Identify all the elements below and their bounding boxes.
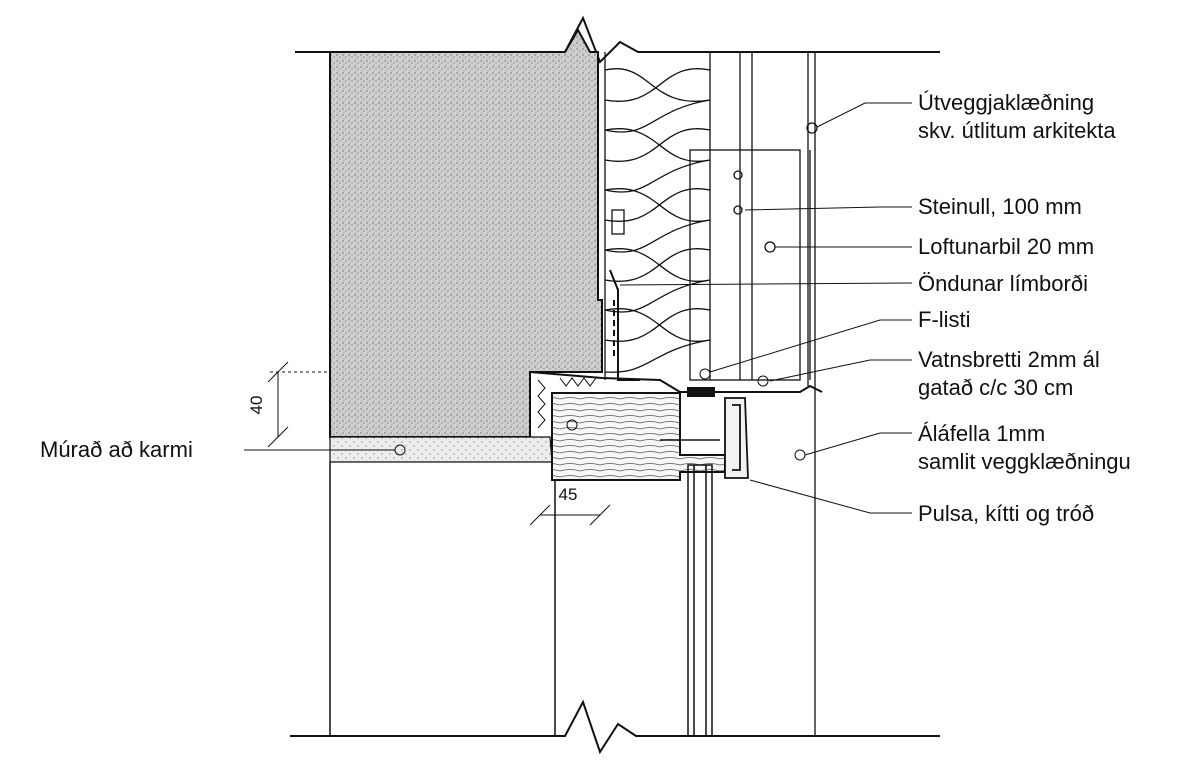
label-mortar: Múrað að karmi [40, 437, 193, 462]
label-trim-line1: Áláfella 1mm [918, 421, 1045, 446]
glazing [687, 464, 713, 737]
label-flashing-line1: Vatnsbretti 2mm ál [918, 347, 1100, 372]
window-frame [551, 392, 726, 481]
seal [537, 377, 597, 429]
label-cladding-line2: skv. útlitum arkitekta [918, 118, 1116, 143]
tape-and-fstrip [609, 269, 640, 381]
label-flashing-line2: gatað c/c 30 cm [918, 375, 1073, 400]
concrete-wall [329, 27, 603, 438]
label-cladding-line1: Útveggjaklæðning [918, 90, 1094, 115]
flashing [529, 368, 823, 397]
dimension-vertical: 40 [247, 396, 266, 415]
aluminium-trim [724, 397, 806, 479]
label-seal: Pulsa, kítti og tróð [918, 501, 1094, 526]
dimension-horizontal: 45 [559, 485, 578, 504]
insulation-layer [604, 52, 711, 380]
label-f-strip: F-listi [918, 307, 971, 332]
cladding-structure [611, 52, 818, 736]
lower-wall-lines [329, 462, 556, 736]
label-breathable-tape: Öndunar límborði [918, 271, 1088, 296]
label-trim-line2: samlit veggklæðningu [918, 449, 1131, 474]
label-ventilation-gap: Loftunarbil 20 mm [918, 234, 1094, 259]
dimension-lines [267, 361, 611, 526]
label-insulation: Steinull, 100 mm [918, 194, 1082, 219]
leader-lines [244, 102, 913, 514]
